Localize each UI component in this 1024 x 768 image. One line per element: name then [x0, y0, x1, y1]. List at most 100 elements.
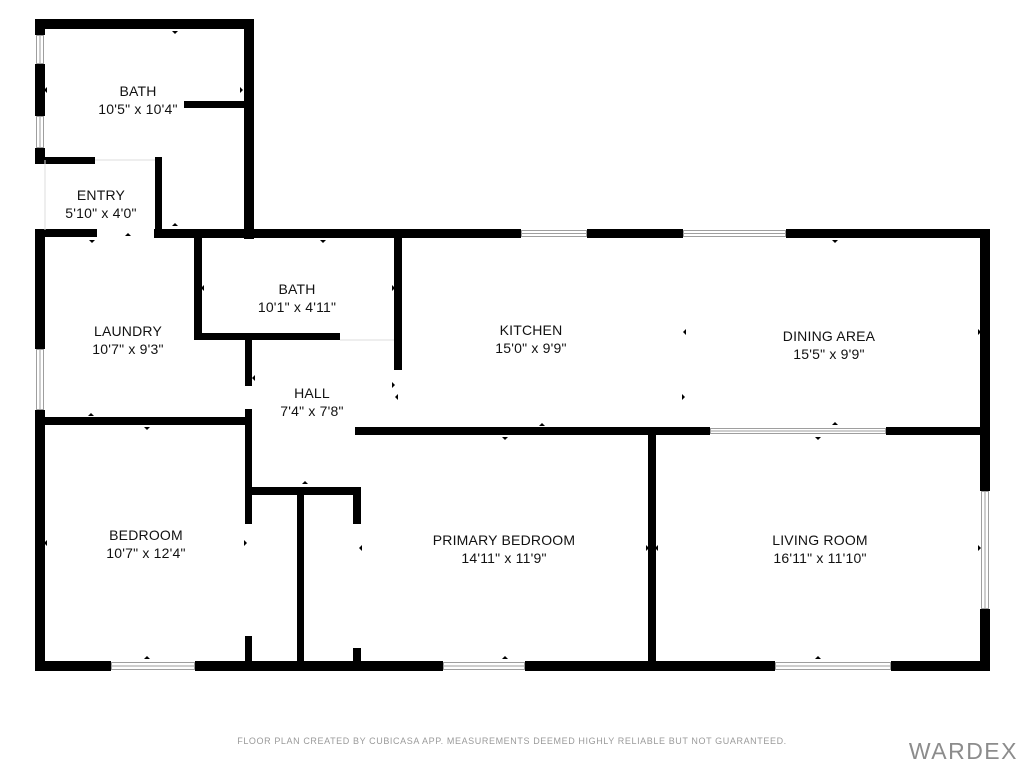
windows — [36, 35, 989, 670]
dimension-tick — [320, 240, 326, 243]
dimension-tick — [539, 423, 545, 426]
dimension-tick — [978, 545, 981, 551]
room-dimensions: 10'7" x 9'3" — [92, 341, 164, 357]
wall-segment — [154, 229, 521, 238]
wall-segment — [355, 427, 710, 435]
dimension-tick — [88, 413, 94, 416]
window-frame — [981, 491, 989, 609]
room-name: BEDROOM — [109, 527, 183, 543]
room-bath-upper: BATH 10'5" x 10'4" — [98, 82, 177, 118]
wall-segment — [980, 609, 990, 671]
room-name: ENTRY — [76, 187, 126, 203]
room-hall: HALL 7'4" x 7'8" — [280, 384, 343, 420]
wall-segment — [886, 427, 990, 435]
dimension-tick — [302, 335, 308, 338]
wall-segment — [587, 229, 683, 238]
window-frame — [443, 662, 525, 670]
room-laundry: LAUNDRY 10'7" x 9'3" — [92, 322, 163, 358]
wall-segment — [245, 340, 252, 386]
wall-segment — [35, 229, 97, 237]
room-bedroom: BEDROOM 10'7" x 12'4" — [106, 526, 185, 562]
dimension-tick — [252, 375, 255, 381]
wall-segment — [155, 157, 162, 237]
wall-segment — [35, 64, 45, 116]
window-frame — [111, 662, 195, 670]
brand-logo-text: WARDEX — [908, 738, 1018, 764]
dimension-tick — [89, 240, 95, 243]
wall-segment — [980, 229, 990, 491]
dimension-tick — [502, 656, 508, 659]
wall-segment — [35, 229, 45, 349]
dimension-tick — [144, 656, 150, 659]
room-name: PRIMARY BEDROOM — [432, 532, 576, 548]
room-dimensions: 15'5" x 9'9" — [793, 346, 865, 362]
room-dimensions: 15'0" x 9'9" — [495, 340, 567, 356]
window-frame — [521, 230, 587, 237]
dimension-tick — [683, 329, 686, 335]
wall-segment — [45, 417, 250, 425]
dimension-tick — [682, 394, 685, 400]
wall-segment — [353, 648, 361, 671]
wall-segment — [35, 19, 45, 35]
room-kitchen: KITCHEN 15'0" x 9'9" — [495, 321, 566, 357]
dimension-tick — [125, 233, 131, 236]
dimension-tick — [244, 540, 247, 546]
room-living-room: LIVING ROOM 16'11" x 11'10" — [772, 531, 868, 567]
dimension-tick — [245, 375, 248, 381]
room-dimensions: 10'5" x 10'4" — [98, 101, 178, 117]
wall-segment — [244, 19, 254, 239]
room-name: DINING AREA — [782, 328, 876, 344]
wall-segment — [194, 230, 202, 340]
window-frame — [36, 35, 44, 64]
dimension-tick — [240, 87, 243, 93]
wall-segment — [891, 661, 990, 671]
wall-segment — [297, 487, 304, 671]
wall-segment — [394, 230, 402, 370]
dimension-ticks — [44, 31, 981, 659]
room-dimensions: 5'10" x 4'0" — [65, 205, 137, 221]
window-frame — [36, 116, 44, 148]
dimension-tick — [395, 394, 398, 400]
window-frame — [36, 349, 44, 410]
dimension-tick — [302, 481, 308, 484]
window-frame — [775, 662, 891, 670]
room-name: KITCHEN — [499, 322, 563, 338]
window-frame — [683, 230, 786, 237]
dimension-tick — [392, 382, 395, 388]
room-primary-bedroom: PRIMARY BEDROOM 14'11" x 11'9" — [433, 531, 576, 567]
wall-segment — [648, 430, 656, 671]
wall-segment — [35, 19, 254, 29]
room-dimensions: 10'1" x 4'11" — [257, 299, 337, 315]
wall-segment — [245, 409, 252, 524]
wall-segment — [35, 661, 111, 671]
wall-segment — [245, 636, 252, 671]
room-dimensions: 14'11" x 11'9" — [461, 550, 547, 566]
room-name: LIVING ROOM — [772, 532, 868, 548]
wall-segment — [786, 229, 990, 238]
wall-segment — [35, 410, 45, 671]
footer-disclaimer: FLOOR PLAN CREATED BY CUBICASA APP. MEAS… — [237, 736, 787, 746]
wall-segment — [194, 333, 340, 340]
room-dimensions: 7'4" x 7'8" — [280, 403, 344, 419]
dimension-tick — [201, 285, 204, 291]
dimension-tick — [359, 545, 362, 551]
dimension-tick — [655, 545, 658, 551]
room-name: BATH — [278, 281, 316, 297]
dimension-tick — [646, 545, 649, 551]
room-entry: ENTRY 5'10" x 4'0" — [65, 186, 136, 222]
dimension-tick — [502, 437, 508, 440]
room-name: LAUNDRY — [93, 323, 163, 339]
room-dining-area: DINING AREA 15'5" x 9'9" — [783, 327, 875, 363]
wall-segment — [353, 487, 361, 524]
room-name: HALL — [294, 385, 330, 401]
room-dimensions: 16'11" x 11'10" — [773, 550, 867, 566]
room-dimensions: 10'7" x 12'4" — [106, 545, 186, 561]
dimension-tick — [44, 87, 47, 93]
wall-segment — [195, 661, 443, 671]
dimension-tick — [815, 437, 821, 440]
window-frame — [710, 428, 886, 434]
dimension-tick — [172, 223, 178, 226]
wall-segment — [45, 157, 95, 164]
dimension-tick — [815, 656, 821, 659]
